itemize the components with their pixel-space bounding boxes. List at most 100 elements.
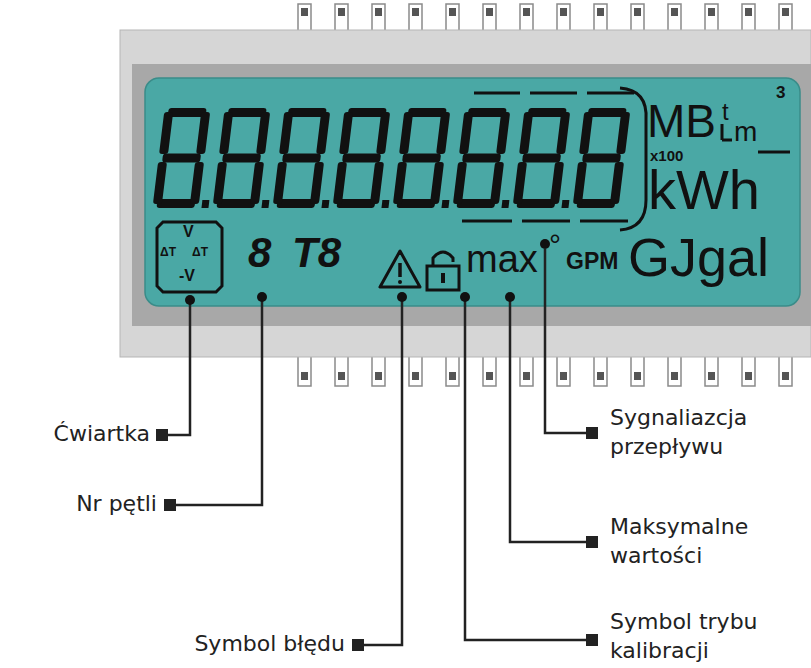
bottom-bars bbox=[462, 220, 628, 223]
callout-label: Nr pętli bbox=[0, 490, 157, 519]
segment bbox=[273, 162, 287, 204]
segment bbox=[376, 112, 390, 154]
unit-bar bbox=[758, 151, 790, 154]
pin-tip bbox=[486, 372, 493, 380]
segment bbox=[393, 162, 407, 204]
leader-marker bbox=[352, 639, 364, 651]
segment bbox=[616, 112, 630, 154]
callout-label: Symbol trybu kalibracji bbox=[610, 608, 795, 665]
segment bbox=[462, 154, 501, 163]
decimal-point bbox=[561, 200, 569, 208]
pin-tip bbox=[634, 8, 641, 16]
decimal-point bbox=[201, 200, 209, 208]
segment bbox=[282, 154, 321, 163]
callout-label: Ćwiartka bbox=[0, 420, 150, 449]
warning-bang bbox=[398, 263, 402, 277]
pin-tip bbox=[301, 372, 308, 380]
lcd-digit: T8 bbox=[292, 232, 341, 274]
pin-tip bbox=[671, 8, 678, 16]
segment bbox=[573, 162, 587, 204]
lcd-unit: t bbox=[722, 100, 729, 124]
pin-tip bbox=[671, 372, 678, 380]
lcd-unit: MB bbox=[647, 98, 716, 144]
leader-marker bbox=[586, 427, 598, 439]
segment bbox=[459, 112, 473, 154]
digit bbox=[441, 108, 510, 208]
digit bbox=[201, 108, 270, 208]
lcd-symbol: V bbox=[183, 224, 194, 240]
pin-tip bbox=[449, 372, 456, 380]
lcd-symbol: ° bbox=[549, 230, 561, 260]
segment bbox=[436, 112, 450, 154]
pin-tip bbox=[634, 372, 641, 380]
pin-tip bbox=[597, 8, 604, 16]
pin-tip bbox=[708, 372, 715, 380]
segment bbox=[190, 162, 204, 204]
lcd-unit: m bbox=[734, 118, 757, 146]
leader-dot bbox=[185, 295, 195, 305]
leader-lines bbox=[162, 249, 590, 645]
pin-tip bbox=[375, 372, 382, 380]
callout-label: Symbol błędu bbox=[0, 630, 345, 659]
pin-tip bbox=[338, 372, 345, 380]
segment bbox=[556, 112, 570, 154]
right-bracket bbox=[620, 88, 646, 230]
segment bbox=[582, 154, 621, 163]
segment bbox=[490, 162, 504, 204]
lcd-screen bbox=[145, 78, 800, 306]
leader-marker bbox=[586, 536, 598, 548]
flow-dot bbox=[540, 239, 550, 249]
segment bbox=[250, 162, 264, 204]
decimal-point bbox=[381, 200, 389, 208]
lcd-symbol: ΔT bbox=[160, 246, 176, 258]
decimal-point bbox=[441, 200, 449, 208]
lcd-symbol: -V bbox=[179, 268, 195, 284]
decimal-point bbox=[321, 200, 329, 208]
segment bbox=[222, 154, 261, 163]
pin-tip bbox=[523, 8, 530, 16]
lock-shackle bbox=[433, 252, 453, 266]
segment bbox=[522, 154, 561, 163]
segment bbox=[333, 162, 347, 204]
pin-tip bbox=[523, 372, 530, 380]
lcd-symbol: max bbox=[466, 240, 538, 278]
leader-line bbox=[358, 297, 402, 645]
lcd-unit: 3 bbox=[776, 84, 785, 101]
segment bbox=[256, 112, 270, 154]
segment bbox=[453, 162, 467, 204]
pin-tip bbox=[782, 372, 789, 380]
warning-dot bbox=[398, 280, 402, 284]
tm-bracket bbox=[722, 124, 732, 140]
pin-tip bbox=[597, 372, 604, 380]
leader-dots bbox=[185, 292, 515, 305]
segment-marks bbox=[462, 88, 790, 230]
digit bbox=[381, 108, 450, 208]
segment bbox=[430, 162, 444, 204]
segment-digits bbox=[152, 108, 630, 208]
segment bbox=[196, 112, 210, 154]
segment bbox=[316, 112, 330, 154]
segment bbox=[513, 162, 527, 204]
pin-tip bbox=[560, 372, 567, 380]
leader-line bbox=[510, 297, 590, 542]
leader-line bbox=[170, 297, 262, 505]
leader-marker bbox=[586, 634, 598, 646]
decimal-point bbox=[501, 200, 509, 208]
pin-tip bbox=[412, 372, 419, 380]
lcd-glass bbox=[132, 64, 811, 326]
segment bbox=[219, 112, 233, 154]
lcd-digit: 8 bbox=[248, 232, 271, 274]
lcd-unit: GPM bbox=[566, 250, 618, 273]
segment bbox=[279, 112, 293, 154]
lcd-unit: GJgal bbox=[628, 230, 769, 284]
segment bbox=[550, 162, 564, 204]
pin-tip bbox=[338, 8, 345, 16]
pin-tip bbox=[745, 372, 752, 380]
segment bbox=[153, 162, 167, 204]
segment bbox=[496, 112, 510, 154]
segment bbox=[579, 112, 593, 154]
digit bbox=[261, 108, 330, 208]
callout-label: Sygnaliazcja przepływu bbox=[610, 404, 795, 461]
digit bbox=[321, 108, 390, 208]
top-bars bbox=[474, 92, 634, 95]
